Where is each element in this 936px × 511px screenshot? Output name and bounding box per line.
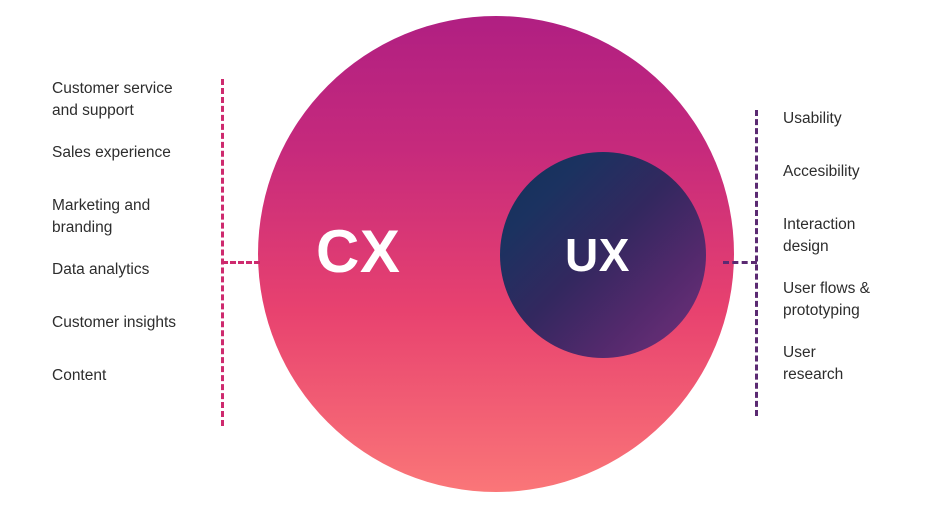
cx-attribute-list: Customer service and support Sales exper… [52, 78, 212, 418]
list-item: Marketing and branding [52, 197, 151, 236]
ux-attribute-list: Usability Accesibility Interaction desig… [783, 108, 928, 406]
left-dashed-connector-line [222, 261, 260, 264]
ux-label: UX [565, 229, 630, 281]
list-item: Accesibility [783, 163, 860, 180]
list-item: Content [52, 367, 107, 384]
list-item: Customer insights [52, 314, 177, 331]
list-item: Usability [783, 110, 842, 127]
list-item: Customer service and support [52, 80, 173, 119]
left-dashed-vertical-line [221, 79, 224, 426]
list-item: Sales experience [52, 144, 171, 161]
cx-label: CX [316, 218, 401, 285]
list-item: User flows & prototyping [783, 280, 870, 319]
list-item: User research [783, 344, 844, 383]
right-dashed-connector-line [723, 261, 757, 264]
list-item: Data analytics [52, 261, 150, 278]
ux-circle [500, 152, 706, 358]
list-item: Interaction design [783, 216, 856, 255]
